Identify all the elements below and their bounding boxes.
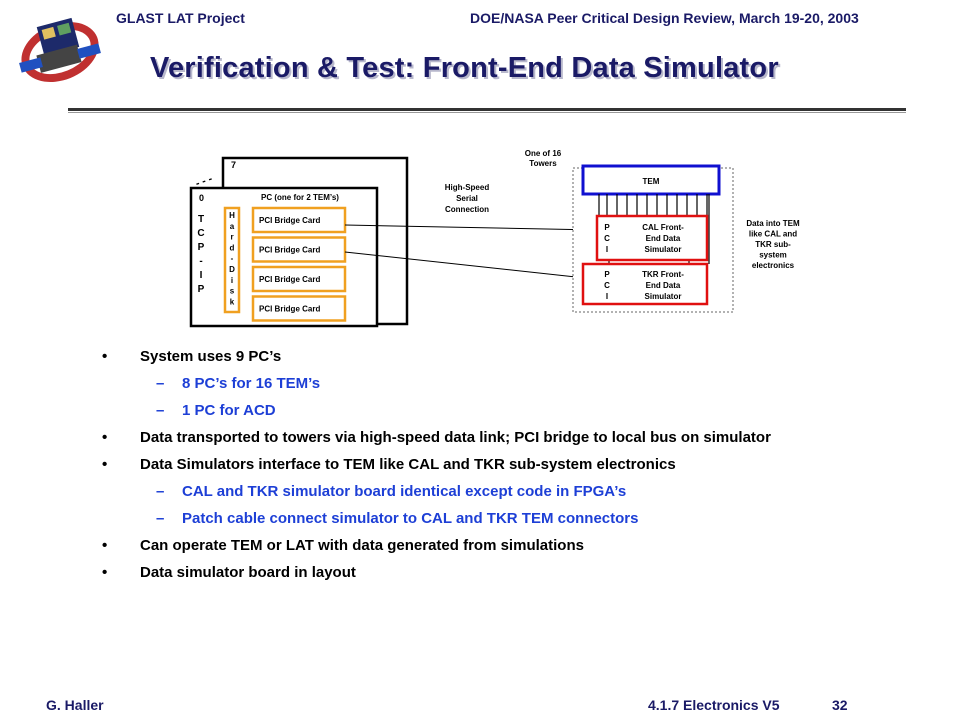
hard-disk-letter: s	[230, 287, 235, 296]
bullet-item: System uses 9 PC’s	[100, 348, 860, 366]
cal-sim-line: End Data	[646, 234, 681, 243]
serial-link-line-2	[344, 251, 586, 279]
glast-satellite-logo	[19, 17, 101, 82]
tcpip-letter: I	[200, 270, 203, 281]
title-rule	[68, 108, 906, 111]
hard-disk-box	[223, 206, 241, 314]
pci-bridge-card-label: PCI Bridge Card	[259, 275, 320, 284]
pci-letter: C	[604, 281, 610, 290]
pci-letter: I	[606, 292, 608, 301]
hard-disk-letter: D	[229, 265, 235, 274]
tkr-pci-label: PCI	[604, 270, 610, 301]
footer-page-number: 32	[832, 697, 848, 713]
bullet-item: Can operate TEM or LAT with data generat…	[100, 537, 860, 555]
pci-bridge-card-label: PCI Bridge Card	[259, 305, 320, 314]
slide-title: Verification & Test: Front-End Data Simu…	[150, 52, 779, 84]
title-rule-thin	[68, 112, 906, 113]
tkr-sim-line: TKR Front-	[642, 270, 684, 279]
tkr-sim-line: Simulator	[645, 292, 682, 301]
tcpip-label: TCP-IP	[197, 214, 204, 295]
pci-bridge-card	[251, 236, 347, 263]
pci-bridge-card	[251, 265, 347, 293]
sub-bullet-item: 8 PC’s for 16 TEM’s	[100, 375, 860, 393]
bullet-list: System uses 9 PC’s 8 PC’s for 16 TEM’s 1 P…	[100, 348, 860, 591]
sub-bullet-item: CAL and TKR simulator board identical ex…	[100, 483, 860, 501]
header-project: GLAST LAT Project	[116, 10, 245, 26]
hard-disk-letter: -	[231, 254, 234, 263]
data-into-line: TKR sub-	[755, 240, 791, 249]
tem-label: TEM	[643, 177, 660, 186]
hard-disk-letter: k	[230, 297, 235, 306]
sub-bullet-item: 1 PC for ACD	[100, 402, 860, 420]
bullet-item: Data simulator board in layout	[100, 564, 860, 582]
hard-disk-letter: d	[230, 243, 235, 252]
footer-author: G. Haller	[46, 697, 104, 713]
pci-bridge-card-label: PCI Bridge Card	[259, 246, 320, 255]
hard-disk-letter: r	[230, 233, 233, 242]
cal-sim-line: Simulator	[645, 245, 682, 254]
pci-letter: P	[604, 223, 610, 232]
tower-label-line: One of 16	[525, 149, 562, 158]
pci-letter: I	[606, 245, 608, 254]
pci-bridge-card-label: PCI Bridge Card	[259, 216, 320, 225]
data-into-line: system	[759, 251, 787, 260]
link-label-line: High-Speed	[445, 183, 490, 192]
cal-pci-label: PCI	[604, 223, 610, 254]
tkr-sim-line: End Data	[646, 281, 681, 290]
data-into-line: Data into TEM	[746, 219, 800, 228]
tcpip-letter: T	[198, 214, 204, 225]
footer-section: 4.1.7 Electronics V5	[648, 697, 780, 713]
pci-letter: C	[604, 234, 610, 243]
data-into-line: electronics	[752, 261, 795, 270]
pci-bridge-card	[251, 295, 347, 322]
data-into-line: like CAL and	[749, 230, 797, 239]
tcpip-letter: P	[198, 284, 205, 295]
cal-sim-line: CAL Front-	[642, 223, 684, 232]
hard-disk-letter: a	[230, 222, 235, 231]
hard-disk-letter: H	[229, 211, 235, 220]
link-label-line: Serial	[456, 194, 478, 203]
pc-stack-dots: - - -	[194, 173, 214, 190]
header-review: DOE/NASA Peer Critical Design Review, Ma…	[470, 10, 859, 26]
tem-box	[581, 164, 721, 196]
tkr-simulator-box	[581, 262, 709, 306]
tcpip-letter: P	[198, 242, 205, 253]
system-diagram: 7 - - - 0 PC (one for 2 TEM’s) TCP-IP Ha…	[189, 149, 800, 328]
tcpip-letter: C	[197, 228, 204, 239]
pc-back-label: 7	[231, 160, 236, 170]
pci-bridge-card	[251, 206, 347, 234]
hard-disk-letter: i	[231, 276, 233, 285]
bullet-item: Data transported to towers via high-spee…	[100, 429, 860, 447]
pci-letter: P	[604, 270, 610, 279]
sub-bullet-item: Patch cable connect simulator to CAL and…	[100, 510, 860, 528]
link-label-line: Connection	[445, 205, 489, 214]
pc-front-label: 0	[199, 193, 204, 203]
cal-simulator-box	[595, 214, 709, 262]
bullet-item: Data Simulators interface to TEM like CA…	[100, 456, 860, 474]
tower-label-line: Towers	[529, 159, 557, 168]
serial-link-line-1	[344, 224, 598, 231]
pc-label: PC (one for 2 TEM’s)	[261, 193, 339, 202]
tcpip-letter: -	[199, 256, 202, 267]
